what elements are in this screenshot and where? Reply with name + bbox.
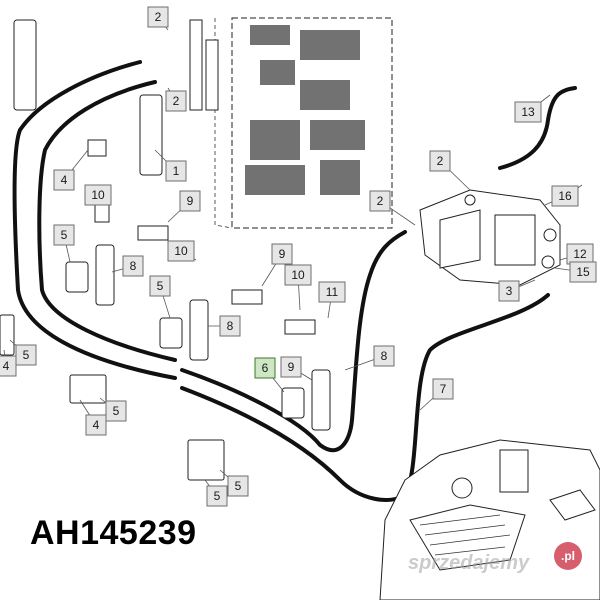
callout-text: 5 (235, 479, 242, 493)
fittings-left (87, 139, 110, 223)
engine-block (214, 17, 393, 229)
callout-6: 6 (254, 357, 276, 379)
callout-text: 13 (521, 105, 535, 119)
clamp-left (65, 261, 89, 293)
callout-8: 8 (373, 345, 395, 367)
callout-8: 8 (122, 255, 144, 277)
callout-text: 4 (93, 418, 100, 432)
control-panel (499, 449, 529, 493)
callout-9: 9 (179, 190, 201, 212)
callout-3: 3 (498, 280, 520, 302)
callout-text: 2 (377, 194, 384, 208)
clamp-right (281, 387, 305, 419)
watermark-text: sprzedajemy (408, 552, 530, 574)
callout-9: 9 (271, 243, 293, 265)
hose-upper-right (498, 86, 577, 170)
fittings-row (137, 225, 316, 335)
callout-text: 9 (187, 194, 194, 208)
callout-text: 12 (573, 247, 587, 261)
callout-10: 10 (84, 184, 112, 206)
tractor-body (379, 439, 600, 600)
callout-text: 4 (3, 359, 10, 373)
callout-text: 16 (558, 189, 572, 203)
bolt-set-top (189, 19, 219, 111)
clamp-left-strip (13, 19, 37, 111)
hose-inner-upper (37, 80, 177, 362)
clamps-and-fittings (0, 19, 331, 481)
callout-text: 4 (61, 173, 68, 187)
control-valve (419, 189, 561, 286)
callout-8: 8 (219, 315, 241, 337)
bracket-middle (189, 299, 209, 361)
callout-4: 4 (53, 169, 75, 191)
callout-4: 4 (85, 414, 107, 436)
callout-9: 9 (280, 356, 302, 378)
callout-12: 12 (566, 243, 594, 265)
callout-10: 10 (284, 264, 312, 286)
callout-16: 16 (551, 185, 579, 207)
callout-2: 2 (147, 6, 169, 28)
mount-plate-1 (69, 374, 107, 404)
hose-outer-upper (12, 60, 177, 380)
callout-text: 3 (506, 284, 513, 298)
callout-5: 5 (227, 475, 249, 497)
callout-text: 5 (157, 279, 164, 293)
callout-text: 2 (173, 94, 180, 108)
callout-15: 15 (569, 261, 597, 283)
callout-text: 9 (279, 247, 286, 261)
callout-5: 5 (206, 485, 228, 507)
callout-text: 10 (291, 268, 305, 282)
callout-text: 15 (576, 265, 590, 279)
callout-5: 5 (53, 224, 75, 246)
callout-text: 10 (91, 188, 105, 202)
clamp-block-1 (139, 94, 163, 176)
callout-text: 8 (130, 259, 137, 273)
callout-1: 1 (165, 160, 187, 182)
callout-2: 2 (369, 190, 391, 212)
hose-inner-lower (180, 230, 407, 453)
callout-13: 13 (514, 101, 542, 123)
callout-text: 8 (381, 349, 388, 363)
mount-plate-2 (187, 439, 225, 481)
callout-text: 5 (214, 489, 221, 503)
callout-4: 4 (0, 355, 17, 377)
callout-text: 10 (174, 244, 188, 258)
mount-plate-3 (0, 314, 15, 356)
callout-7: 7 (432, 378, 454, 400)
callout-text: 2 (437, 154, 444, 168)
callout-text: 6 (262, 361, 269, 375)
callout-5: 5 (15, 344, 37, 366)
callout-11: 11 (318, 281, 346, 303)
callout-text: 5 (23, 348, 30, 362)
bracket-right (311, 369, 331, 431)
callout-text: 7 (440, 382, 447, 396)
callout-text: 5 (61, 228, 68, 242)
callout-text: 1 (173, 164, 180, 178)
callout-text: 8 (227, 319, 234, 333)
callout-2: 2 (429, 150, 451, 172)
callout-text: 11 (326, 285, 339, 299)
part-number: AH145239 (30, 514, 197, 552)
callout-text: 5 (113, 404, 120, 418)
callout-2: 2 (165, 90, 187, 112)
callout-5: 5 (149, 275, 171, 297)
watermark-logo: .pl (554, 542, 582, 570)
bracket-left (95, 244, 115, 306)
callout-10: 10 (167, 240, 195, 262)
callout-text: 9 (288, 360, 295, 374)
callout-text: 2 (155, 10, 162, 24)
callout-5: 5 (105, 400, 127, 422)
clamp-middle (159, 317, 183, 349)
callout-labels: 1222234445555555678889991010101112131516 (0, 6, 597, 507)
